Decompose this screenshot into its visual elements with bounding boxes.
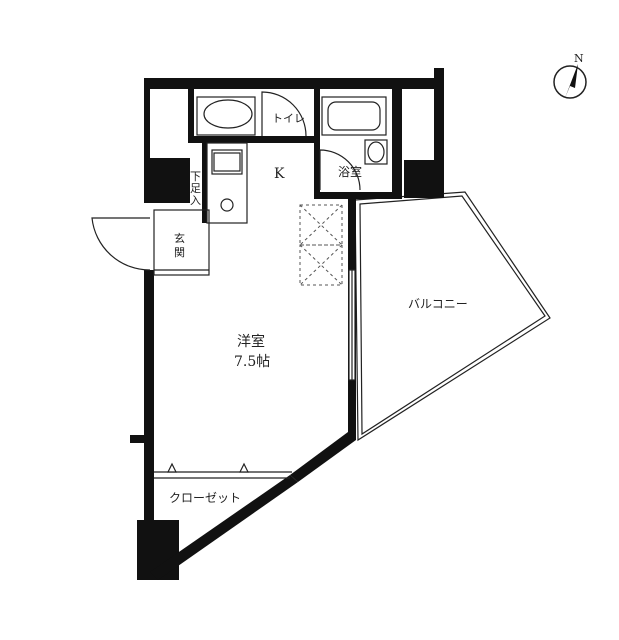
closet-label: クローゼット	[169, 491, 241, 505]
balcony-outline	[354, 191, 551, 442]
entrance-label: 玄 関	[174, 231, 189, 259]
entrance-door	[91, 217, 151, 271]
bath-label: 浴室	[338, 164, 362, 179]
toilet-label: トイレ	[272, 112, 305, 125]
closet-doors	[167, 462, 249, 473]
kitchen-label: K	[274, 166, 285, 182]
bath-fixtures	[319, 96, 388, 191]
interior-walls	[153, 89, 402, 479]
appliance-space	[299, 204, 343, 286]
western-room-size: 7.5帖	[234, 354, 270, 370]
balcony-label: バルコニー	[408, 297, 468, 311]
compass-icon: N	[553, 52, 587, 99]
shoe-box-label: 下 足 入	[190, 170, 205, 207]
kitchen-fixtures	[211, 149, 243, 212]
western-room-label: 洋室	[237, 333, 265, 350]
balcony-window	[348, 269, 356, 381]
north-label: N	[574, 52, 584, 65]
toilet-fixtures	[196, 91, 307, 137]
